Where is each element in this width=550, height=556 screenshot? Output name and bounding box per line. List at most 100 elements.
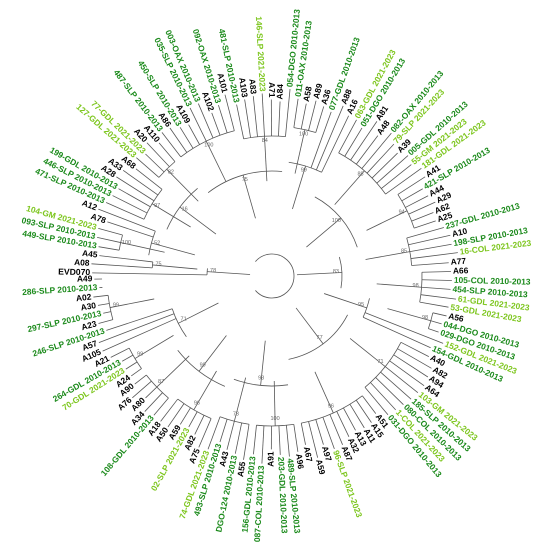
clade-stem [179,206,217,235]
clade-stem [151,203,191,228]
tip-branch [361,395,377,414]
tip-branch [161,132,182,158]
tip-branch [350,121,378,161]
bootstrap-value: 100 [122,240,131,246]
tip-branch [118,188,151,208]
bootstrap-value: 99 [137,352,143,358]
bootstrap-value: 96 [328,403,334,409]
tip-branch [146,142,170,167]
bootstrap-value: 52 [154,241,160,247]
tip-branch [400,341,430,357]
tip-label: A67 [302,446,315,463]
clade-stem [349,338,386,367]
tip-branch [112,195,148,214]
bootstrap-value: 100 [299,132,308,138]
clade-stem [178,302,219,324]
tip-label: A77 [450,256,466,267]
tip-branch [99,255,153,263]
tip-branch [102,318,177,352]
tip-label: A55 [235,461,247,478]
tip-branch [107,221,154,238]
tip-branch [315,419,324,445]
tip-branch [105,202,145,220]
tip-branch [336,411,350,438]
tree-branches [91,89,458,464]
tip-label: A45 [82,248,99,260]
tip-branch [153,397,169,416]
tip-branch [364,387,389,416]
tip-branch [226,421,235,450]
tip-branch [420,294,457,300]
tip-branch [91,263,153,269]
tip-branch [381,164,412,189]
tip-label: A91 [265,451,275,467]
tip-branch [406,227,444,239]
tip-branch [194,415,205,435]
tip-label: A49 [77,273,93,283]
tip-label: 108-GDL 2010-2013 [99,413,156,478]
bootstrap-value: 73 [233,411,239,417]
tip-branch [252,96,258,137]
tip-branch [421,271,451,273]
bootstrap-value: 100 [332,218,341,224]
tip-branch [218,104,228,133]
tip-branch [98,246,120,251]
bootstrap-value: 99 [113,302,119,308]
tip-branch [393,354,429,378]
tip-branch [355,135,379,165]
tip-branch [197,103,214,139]
tip-branch [300,423,306,445]
tip-branch [370,382,396,411]
clade-stem [156,355,190,388]
tip-branch [261,425,265,464]
clade-stem [376,283,422,288]
tip-label: A83 [247,78,259,95]
clade-stem [294,129,306,174]
bootstrap-value: 99 [200,363,206,369]
tip-label: A71 [267,82,277,98]
bootstrap-value: 75 [155,262,161,268]
tip-branch [355,399,372,423]
tip-branch [338,119,357,154]
clade-stem [323,293,367,309]
tip-label: A25 [436,210,454,224]
tip-branch [310,111,332,168]
tip-branch [207,416,221,450]
clade-stem [120,242,165,253]
bootstrap-value: 94 [399,209,405,215]
bootstrap-value: 97 [154,203,160,209]
tip-branch [397,348,432,369]
tip-branch [198,418,212,448]
clade-stem [242,174,256,219]
tip-branch [316,105,344,171]
tip-branch [308,421,319,458]
tip-branch [421,279,452,281]
tip-label: A10 [451,226,469,239]
bootstrap-value: 83 [333,269,339,275]
bootstrap-values: 7875521001697827510084991001008894838598… [0,0,428,422]
tip-branch [98,208,156,232]
tip-branch [285,89,291,137]
tip-branch [380,371,412,400]
clade-stem [296,272,342,276]
clade-arc [177,398,212,419]
clade-stem [295,307,324,345]
tip-branch [261,93,265,137]
tip-branch [364,312,444,344]
clade-stem [260,340,266,386]
tip-branch [98,313,175,343]
reference-tip-label: EVD070 [58,267,90,278]
tip-branch [97,303,110,306]
clade-stem [273,380,276,426]
bootstrap-value: 95 [358,302,364,308]
tip-branch [110,347,130,358]
tip-branch [125,361,138,370]
bootstrap-value: 96 [194,401,200,407]
tip-branch [145,386,158,399]
tip-branch [93,294,109,298]
tip-branch [145,153,165,173]
clade-stem [151,242,195,256]
tip-branch [300,103,307,129]
tip-branch [409,243,452,253]
